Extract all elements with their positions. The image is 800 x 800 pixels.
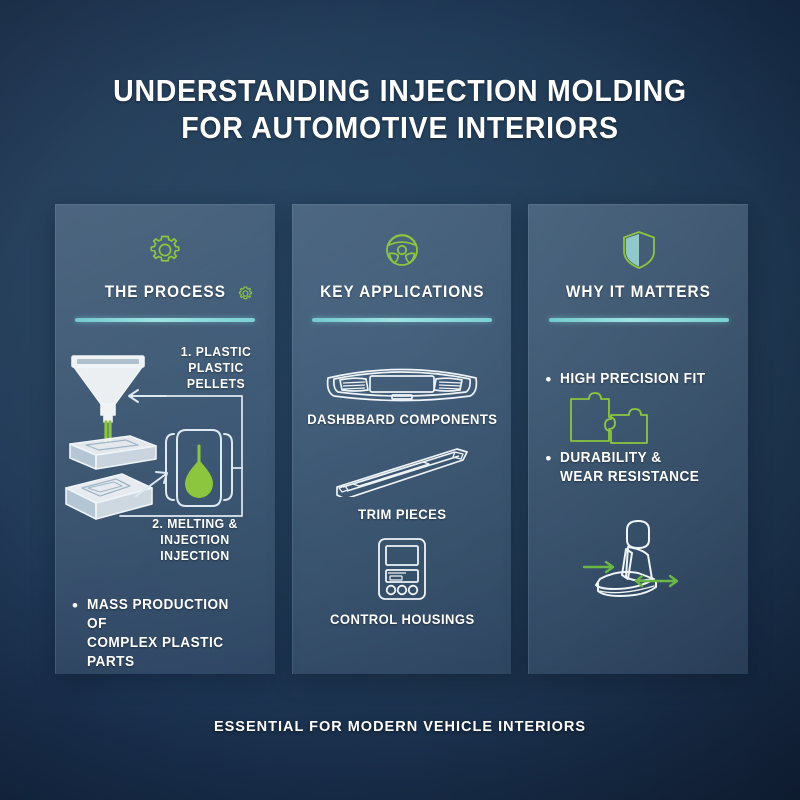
list-item: • MASS PRODUCTION OF COMPLEX PLASTIC PAR… (56, 596, 275, 672)
bullet-dot-icon: • (545, 370, 552, 389)
bullet-line-2: WEAR RESISTANCE (560, 469, 700, 485)
process-step-2-line-2: INJECTION INJECTION (160, 532, 230, 563)
puzzle-pieces-icon (529, 391, 748, 447)
bullet-text: MASS PRODUCTION OF COMPLEX PLASTIC PARTS (87, 596, 248, 672)
panel-title-text: WHY IT MATTERS (566, 283, 712, 301)
bullet-line-1: MASS PRODUCTION OF (86, 597, 229, 632)
footer-text: ESSENTIAL FOR MODERN VEHICLE INTERIORS (213, 719, 587, 735)
dashboard-icon (293, 358, 512, 402)
gear-icon (56, 227, 275, 273)
panel-divider (75, 318, 256, 322)
page-title: UNDERSTANDING INJECTION MOLDING FOR AUTO… (0, 72, 800, 146)
application-item-dashboard: DASHBBARD COMPONENTS (293, 358, 512, 427)
application-label: TRIM PIECES (357, 506, 447, 522)
car-seat-adjust-icon (529, 513, 748, 599)
panel-why-it-matters: WHY IT MATTERS • HIGH PRECISION FIT • (528, 204, 749, 674)
panel-the-process: THE PROCESS (55, 204, 275, 674)
application-item-control: CONTROL HOUSINGS (293, 536, 512, 627)
control-unit-icon (293, 536, 512, 602)
process-step-1-line-2: PLASTIC PELLETS (186, 360, 246, 391)
steering-wheel-icon (293, 227, 512, 273)
application-item-trim: TRIM PIECES (293, 443, 512, 522)
process-step-2-label: 2. MELTING & INJECTION INJECTION (125, 516, 266, 564)
list-item: • HIGH PRECISION FIT (529, 370, 748, 389)
bullet-text: HIGH PRECISION FIT (560, 371, 706, 387)
title-line-2: FOR AUTOMOTIVE INTERIORS (181, 110, 619, 145)
process-step-1-label: 1. PLASTIC PLASTIC PELLETS (167, 344, 265, 392)
panel-title-key-applications: KEY APPLICATIONS (300, 283, 503, 302)
application-label: CONTROL HOUSINGS (329, 611, 475, 627)
panel-title-text: KEY APPLICATIONS (319, 283, 485, 301)
process-step-2-line-1: 2. MELTING & (152, 516, 238, 531)
injection-molding-process-diagram: 1. PLASTIC PLASTIC PELLETS 2. MELTING & … (56, 338, 275, 563)
gear-icon-small (236, 284, 254, 308)
panel-key-applications: KEY APPLICATIONS (291, 204, 512, 674)
panel-divider (548, 318, 729, 322)
shield-icon (529, 227, 748, 273)
process-step-1-line-1: 1. PLASTIC (180, 344, 252, 359)
application-label: DASHBBARD COMPONENTS (306, 411, 498, 427)
bullet-line-1: DURABILITY & (560, 450, 662, 466)
panel-divider (312, 318, 492, 322)
panel-title-the-process: THE PROCESS (64, 283, 267, 302)
panel-row: THE PROCESS (55, 204, 749, 674)
panel-title-why-it-matters: WHY IT MATTERS (537, 283, 740, 302)
list-item: • DURABILITY & WEAR RESISTANCE (529, 449, 748, 487)
bullet-line-2: COMPLEX PLASTIC PARTS (86, 635, 224, 670)
panel-title-text: THE PROCESS (104, 283, 226, 301)
bullet-text: DURABILITY & WEAR RESISTANCE (560, 449, 699, 487)
footer: ESSENTIAL FOR MODERN VEHICLE INTERIORS (0, 718, 800, 736)
bullet-dot-icon: • (72, 596, 78, 615)
title-line-1: UNDERSTANDING INJECTION MOLDING (113, 73, 687, 108)
trim-strip-icon (293, 443, 512, 497)
bullet-dot-icon: • (545, 449, 552, 468)
